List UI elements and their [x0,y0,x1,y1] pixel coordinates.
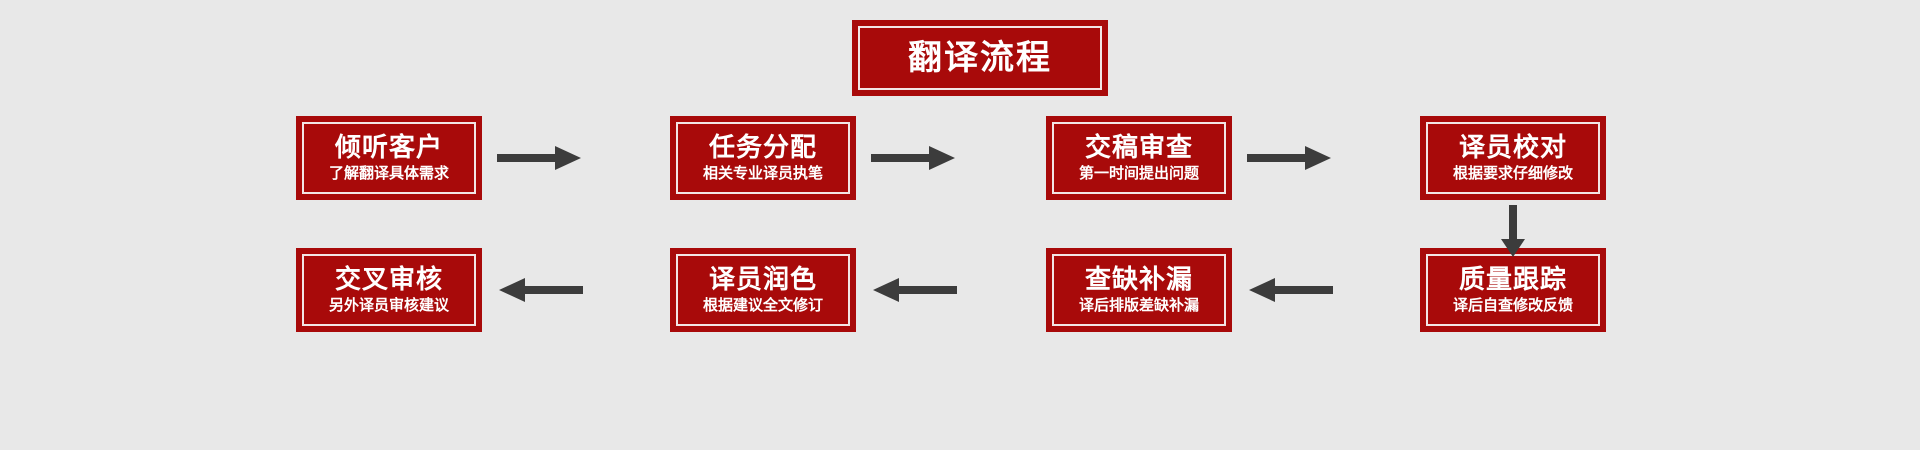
step-box-inner: 倾听客户 了解翻译具体需求 [302,122,476,194]
arrow-down-icon [1498,205,1528,259]
step-box-inner: 译员润色 根据建议全文修订 [676,254,850,326]
step-subtitle: 相关专业译员执笔 [702,164,823,182]
step-box-quality-tracking[interactable]: 质量跟踪 译后自查修改反馈 [1420,248,1606,332]
step-title: 交稿审查 [1084,133,1193,163]
arrow-left-icon [497,275,583,305]
step-title: 译员校对 [1458,133,1567,163]
step-subtitle: 根据要求仔细修改 [1452,164,1573,182]
step-subtitle: 译后排版差缺补漏 [1078,296,1199,314]
step-box-task-assignment[interactable]: 任务分配 相关专业译员执笔 [670,116,856,200]
step-box-inner: 译员校对 根据要求仔细修改 [1426,122,1600,194]
step-box-inner: 交叉审核 另外译员审核建议 [302,254,476,326]
step-box-draft-review[interactable]: 交稿审查 第一时间提出问题 [1046,116,1232,200]
step-subtitle: 第一时间提出问题 [1078,164,1199,182]
step-box-translator-proofreading[interactable]: 译员校对 根据要求仔细修改 [1420,116,1606,200]
step-title: 倾听客户 [334,133,443,163]
arrow-right-icon [1247,143,1333,173]
step-subtitle: 了解翻译具体需求 [328,164,449,182]
step-title: 交叉审核 [334,265,443,295]
step-subtitle: 另外译员审核建议 [328,296,449,314]
step-box-inner: 交稿审查 第一时间提出问题 [1052,122,1226,194]
flowchart-title-text: 翻译流程 [908,38,1052,78]
flowchart-title-box: 翻译流程 [852,20,1108,96]
step-box-inner: 查缺补漏 译后排版差缺补漏 [1052,254,1226,326]
step-subtitle: 根据建议全文修订 [702,296,823,314]
step-box-inner: 质量跟踪 译后自查修改反馈 [1426,254,1600,326]
arrow-left-icon [871,275,957,305]
step-box-cross-review[interactable]: 交叉审核 另外译员审核建议 [296,248,482,332]
arrow-right-icon [497,143,583,173]
step-title: 译员润色 [708,265,817,295]
title-box-inner: 翻译流程 [858,26,1102,90]
step-title: 质量跟踪 [1458,265,1567,295]
step-title: 任务分配 [708,133,817,163]
step-box-listen-to-client[interactable]: 倾听客户 了解翻译具体需求 [296,116,482,200]
step-subtitle: 译后自查修改反馈 [1452,296,1573,314]
step-box-gap-filling[interactable]: 查缺补漏 译后排版差缺补漏 [1046,248,1232,332]
step-box-translator-polishing[interactable]: 译员润色 根据建议全文修订 [670,248,856,332]
step-box-inner: 任务分配 相关专业译员执笔 [676,122,850,194]
arrow-left-icon [1247,275,1333,305]
arrow-right-icon [871,143,957,173]
step-title: 查缺补漏 [1084,265,1193,295]
